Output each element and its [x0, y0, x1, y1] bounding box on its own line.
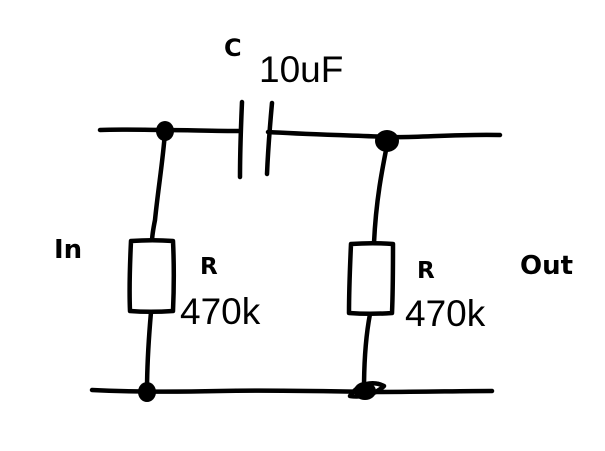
right-branch-wire-bottom — [361, 311, 373, 393]
right-branch-wire-top — [371, 137, 391, 246]
capacitor-plate-right — [264, 100, 275, 177]
capacitor-name-label: C — [224, 34, 242, 62]
resistor-output-value-label: 470k — [405, 293, 486, 334]
resistor-input-value-label: 470k — [180, 291, 261, 332]
input-branch — [127, 129, 176, 395]
output-label: Out — [520, 251, 573, 281]
junction-top-right — [375, 130, 399, 152]
junction-bottom-right — [354, 382, 376, 400]
capacitor-plate-left — [237, 99, 245, 180]
capacitor-value-label: 10uF — [259, 49, 343, 90]
resistor-input-name-label: R — [200, 254, 218, 280]
resistor-output-body — [346, 241, 396, 316]
capacitor — [237, 99, 275, 180]
left-branch-wire-top — [149, 129, 168, 245]
resistor-input-body — [127, 238, 176, 314]
resistor-output-name-label: R — [417, 258, 435, 284]
left-branch-wire-bottom — [144, 309, 154, 395]
input-label: In — [54, 235, 82, 265]
junction-bottom-left — [138, 382, 156, 402]
output-branch — [346, 137, 396, 399]
junction-top-left — [156, 121, 174, 141]
